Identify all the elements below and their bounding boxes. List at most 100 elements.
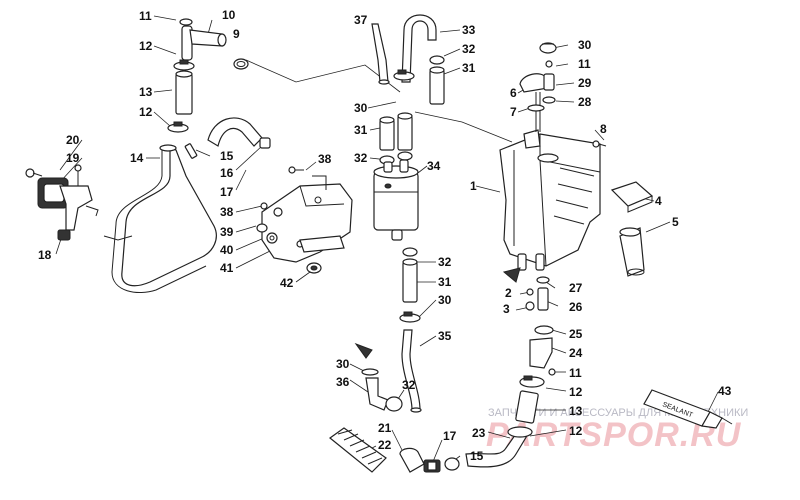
callout-43: 43 xyxy=(718,384,732,398)
callout-11-elbow: 11 xyxy=(569,366,582,380)
part-27-o-ring xyxy=(536,276,550,284)
part-12-clamp-a xyxy=(519,375,545,388)
part-28-washer xyxy=(542,96,556,104)
part-37-hose xyxy=(371,23,390,85)
part-20-screw xyxy=(25,168,43,178)
part-21-fitting xyxy=(399,447,425,473)
callout-10: 10 xyxy=(222,8,236,22)
callout-8: 8 xyxy=(600,122,607,136)
part-12-clamp-b xyxy=(507,426,533,438)
part-4-pad xyxy=(610,181,654,213)
part-bracket-tabs xyxy=(312,175,327,204)
part-38-bolt-upper xyxy=(288,166,304,174)
part-5-filter xyxy=(619,227,645,277)
part-30-clamp-tank xyxy=(539,42,557,54)
callout-32-middle: 32 xyxy=(354,151,368,165)
leader-42 xyxy=(295,271,311,283)
callout-15-lower: 15 xyxy=(470,449,484,463)
leader-35 xyxy=(419,335,437,347)
callout-35: 35 xyxy=(438,329,452,343)
leader-11a xyxy=(153,15,177,21)
callout-12-middle: 12 xyxy=(139,105,153,119)
part-11-screw-elbow xyxy=(548,368,556,376)
callout-2: 2 xyxy=(505,286,512,300)
part-8-bolt xyxy=(592,140,607,148)
callout-1: 1 xyxy=(470,179,477,193)
leader-24 xyxy=(551,347,567,354)
part-34-canister xyxy=(373,159,419,241)
part-1-oil-tank xyxy=(499,129,601,271)
leader-30b xyxy=(367,101,397,109)
part-43-sealant-tube: SEALANT xyxy=(643,389,733,429)
part-30-clamp-small xyxy=(361,368,379,376)
callout-23: 23 xyxy=(472,426,486,440)
leader-16 xyxy=(235,145,263,171)
leader-33 xyxy=(439,29,461,33)
callout-40: 40 xyxy=(220,243,234,257)
part-12-clamp-upper xyxy=(173,59,195,71)
part-31-hose-upper xyxy=(429,66,445,105)
part-2-warning-arrow xyxy=(502,267,521,283)
callout-21: 21 xyxy=(378,421,392,435)
callout-25: 25 xyxy=(569,327,583,341)
leader-25 xyxy=(551,329,567,335)
part-42-grommet-lower xyxy=(306,262,322,274)
callout-12-lower-b: 12 xyxy=(569,424,583,438)
part-32-washer-lower xyxy=(402,247,418,257)
part-26-fitting xyxy=(537,287,549,311)
leader-12c xyxy=(545,387,567,392)
leader-36 xyxy=(349,379,369,393)
callout-6: 6 xyxy=(510,86,517,100)
part-36-elbow xyxy=(365,377,389,411)
callout-31-upper: 31 xyxy=(462,61,476,75)
callout-41: 41 xyxy=(220,261,234,275)
callout-13-lower: 13 xyxy=(569,404,583,418)
part-33-hose-bend xyxy=(401,14,437,83)
leader-12b xyxy=(153,111,171,127)
part-32-washer-upper xyxy=(429,55,445,65)
callout-3: 3 xyxy=(503,302,510,316)
part-30-clamp-lower xyxy=(399,311,421,323)
callout-19: 19 xyxy=(66,151,80,165)
part-2-washer xyxy=(526,288,534,296)
callout-12-lower-a: 12 xyxy=(569,385,583,399)
callout-30-upper: 30 xyxy=(354,101,368,115)
part-13-hose-short-lower xyxy=(515,390,539,424)
leader-20 xyxy=(59,139,83,171)
leader-39 xyxy=(235,225,257,233)
part-31-hose-lower xyxy=(402,258,418,303)
leader-32a xyxy=(443,48,461,57)
callout-22: 22 xyxy=(378,438,392,452)
leader-38a xyxy=(305,161,317,171)
part-22-corrugated-hose xyxy=(329,427,387,473)
callout-13-upper: 13 xyxy=(139,85,153,99)
part-16-clip xyxy=(259,137,271,149)
callout-4: 4 xyxy=(655,194,662,208)
callout-9: 9 xyxy=(233,27,240,41)
leader-31b xyxy=(369,127,381,131)
callout-32-lower: 32 xyxy=(438,255,452,269)
callout-24: 24 xyxy=(569,346,583,360)
part-bracket-left xyxy=(59,164,99,231)
callout-37: 37 xyxy=(354,13,368,27)
callout-5: 5 xyxy=(672,215,679,229)
callout-31-middle: 31 xyxy=(354,123,368,137)
leader-23 xyxy=(487,431,511,439)
leader-31a xyxy=(443,67,461,75)
part-39-washer xyxy=(256,223,268,233)
part-29-fitting xyxy=(543,73,555,91)
part-9-o-ring xyxy=(233,58,249,70)
part-31-hoses-pair xyxy=(379,112,413,151)
callout-16: 16 xyxy=(220,166,234,180)
part-11-screw-tank xyxy=(545,60,553,68)
leader-1 xyxy=(475,185,501,193)
leader-12d xyxy=(529,429,567,437)
part-12-clamp-lower xyxy=(167,121,189,133)
callout-12-upper: 12 xyxy=(139,39,153,53)
part-17-clamp-lower xyxy=(423,459,441,473)
part-10-elbow-fitting xyxy=(179,18,227,61)
callout-26: 26 xyxy=(569,300,583,314)
part-3-bolt xyxy=(525,301,535,311)
leader-12a xyxy=(153,45,177,55)
callout-36: 36 xyxy=(336,375,350,389)
